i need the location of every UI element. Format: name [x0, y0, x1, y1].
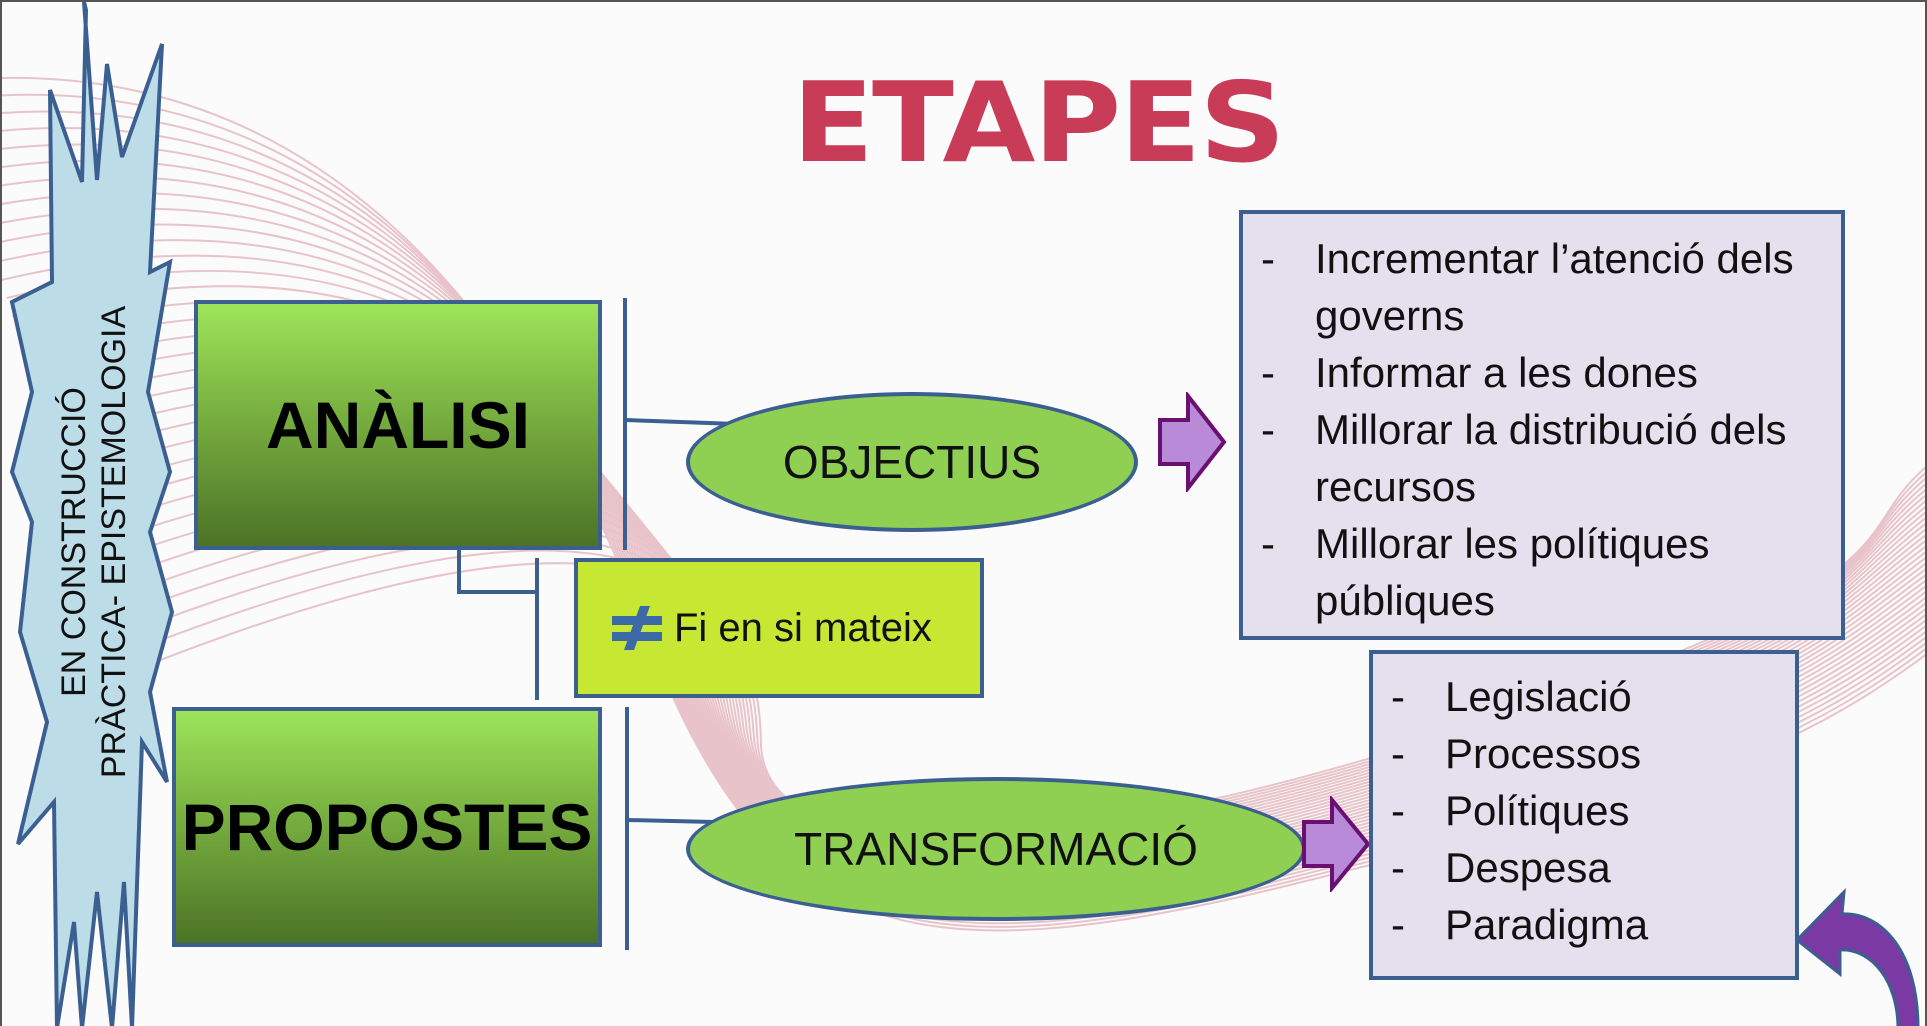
- objectius-ellipse: OBJECTIUS: [686, 392, 1138, 532]
- arrow-right-icon: [1158, 392, 1227, 492]
- transformacio-list-box: -Legislació -Processos -Polítiques -Desp…: [1369, 650, 1799, 980]
- burst-shape: [9, 2, 175, 1026]
- stage-analisi: ANÀLISI: [194, 300, 602, 550]
- fi-en-si-mateix-box: Fi en si mateix: [574, 558, 984, 698]
- fi-en-si-mateix-text: Fi en si mateix: [674, 605, 932, 650]
- curved-arrow-icon: [1794, 887, 1920, 1026]
- list-item: -Paradigma: [1391, 901, 1649, 948]
- list-item: -Polítiques: [1391, 787, 1630, 834]
- not-equal-icon: [612, 606, 662, 650]
- transformacio-label: TRANSFORMACIÓ: [794, 823, 1198, 875]
- objectius-label: OBJECTIUS: [782, 436, 1042, 488]
- list-item: -Informar a les dones: [1261, 349, 1698, 396]
- list-item: -Legislació: [1391, 673, 1632, 720]
- slide-title: ETAPES: [792, 59, 1286, 188]
- arrow-right-icon: [1302, 796, 1371, 892]
- stage-propostes: PROPOSTES: [172, 707, 602, 947]
- list-item: -Processos: [1391, 730, 1642, 777]
- list-item: -Despesa: [1391, 844, 1611, 891]
- transformacio-ellipse: TRANSFORMACIÓ: [686, 777, 1306, 921]
